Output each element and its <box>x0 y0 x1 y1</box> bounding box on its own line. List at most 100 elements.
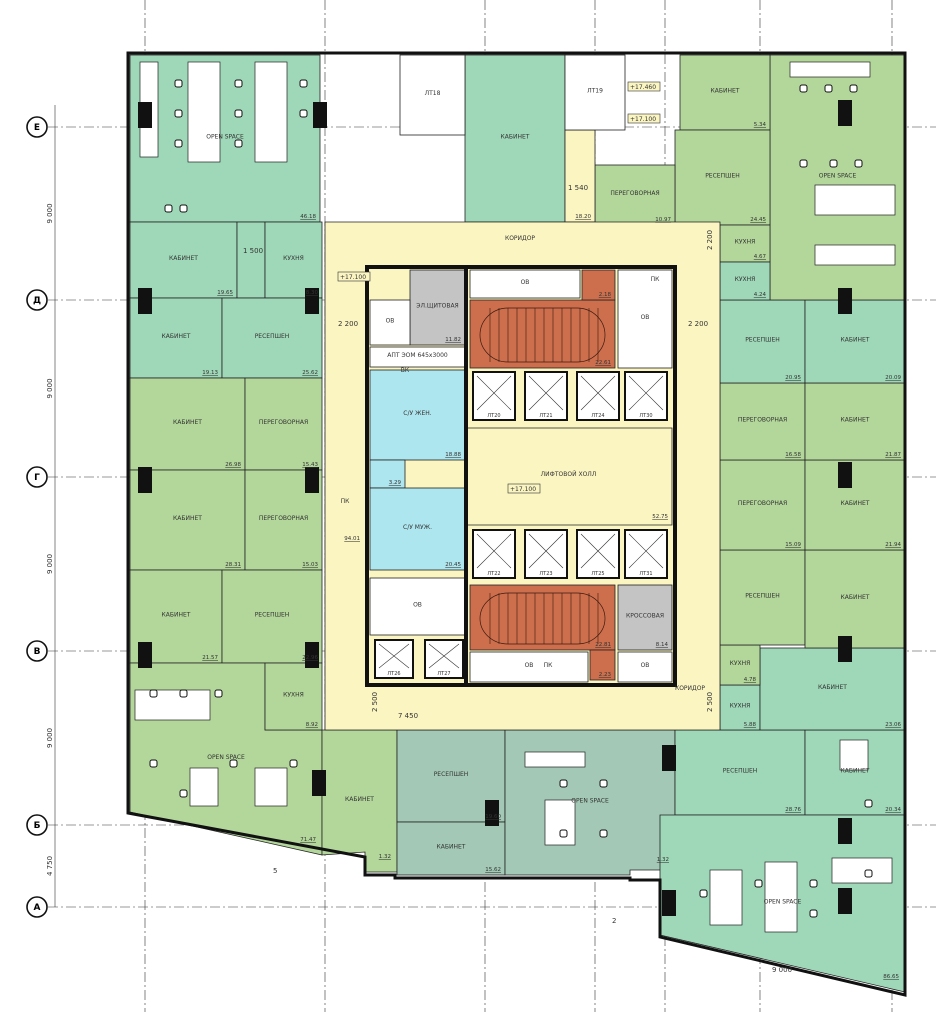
room-area-kab6: 1.32 <box>379 854 391 860</box>
lift-label: ЛТ24 <box>591 413 604 419</box>
room-area-kab9: 23.06 <box>885 722 901 728</box>
room-name-kuh4: КУХНЯ <box>730 660 751 667</box>
room-area-kab8: 20.34 <box>885 807 901 813</box>
axis-label-E: Е <box>34 123 40 133</box>
room-name-rec3: РЕСЕПШЕН <box>434 771 469 778</box>
exterior-wall <box>126 51 907 997</box>
elevation-1: +17.100 <box>340 274 366 281</box>
room-area-hall: 52.75 <box>652 514 668 520</box>
chair <box>299 109 308 118</box>
lift-cross-icon <box>628 375 664 411</box>
room-name-os5: OPEN SPACE <box>819 173 857 180</box>
room-name-os1: OPEN SPACE <box>206 134 244 141</box>
chair <box>149 689 158 698</box>
room-area-kab7: 15.62 <box>485 867 501 873</box>
lift-cross-icon <box>378 643 410 669</box>
room-name-elsh: ЭЛ.ЩИТОВАЯ <box>416 303 458 310</box>
room-area-st2: 22.81 <box>595 642 611 648</box>
room-area-suj: 18.88 <box>445 452 461 458</box>
bay-dimension: 4 750 <box>46 856 54 876</box>
room-area-kab14: 5.34 <box>754 122 767 128</box>
chair <box>854 159 863 168</box>
lift-cross-icon <box>528 533 564 569</box>
desk <box>839 739 869 771</box>
room-area-rec1: 25.62 <box>302 370 318 376</box>
room-area-kab3: 26.98 <box>225 462 241 468</box>
chair <box>234 109 243 118</box>
room-name-kab15: КАБИНЕТ <box>501 134 530 141</box>
axis-5-label: 5 <box>273 867 277 875</box>
room-area-st2b: 2.23 <box>599 672 612 678</box>
room-area-os3: 1.32 <box>657 857 669 863</box>
lift-cross-icon <box>428 643 460 669</box>
desk <box>789 61 871 78</box>
room-area-kab4: 28.31 <box>225 562 241 568</box>
room-name-ov4: ОВ <box>413 602 422 609</box>
room-name-kuh6: КУХНЯ <box>735 276 756 283</box>
room-st1b <box>581 269 616 301</box>
room-name-kab2: КАБИНЕТ <box>162 333 191 340</box>
core-wall <box>365 265 677 687</box>
room-area-sum: 20.45 <box>445 562 461 568</box>
room-area-kuh3: 5.88 <box>744 722 757 728</box>
room-name-ov5: ОВ <box>525 662 534 669</box>
room-kab12 <box>804 382 906 461</box>
room-name-kross: КРОССОВАЯ <box>626 613 664 620</box>
room-st2 <box>469 584 616 651</box>
axis-marker-V <box>26 640 48 662</box>
chair <box>559 829 568 838</box>
chair <box>699 889 708 898</box>
room-kab10 <box>804 549 906 649</box>
bay-dimension: 9 000 <box>46 378 54 398</box>
column <box>838 100 852 126</box>
chair <box>559 779 568 788</box>
room-rec4 <box>674 729 806 816</box>
lift-shaft <box>374 639 414 679</box>
furniture-layer <box>134 61 896 933</box>
room-name-sum: С/У МУЖ. <box>403 524 432 531</box>
room-name-lt19: ЛТ19 <box>587 88 603 95</box>
desk <box>831 857 893 884</box>
corridor-right-label: КОРИДОР <box>675 685 705 692</box>
room-name-kuh1: КУХНЯ <box>283 255 304 262</box>
room-name-os4: OPEN SPACE <box>764 899 802 906</box>
column <box>138 467 152 493</box>
room-area-kuh6: 4.24 <box>754 292 767 298</box>
room-name-rec5: РЕСЕПШЕН <box>745 593 780 600</box>
room-area-rec7: 24.45 <box>750 217 766 223</box>
room-lst <box>564 129 596 223</box>
room-area-rec4: 28.76 <box>785 807 801 813</box>
chair <box>174 139 183 148</box>
chair <box>234 79 243 88</box>
room-name-kab6: КАБИНЕТ <box>345 796 374 803</box>
lift-cross-icon <box>476 533 512 569</box>
elevation-2: +17.460 <box>630 84 656 91</box>
chair <box>229 759 238 768</box>
elevation-3: +17.100 <box>630 116 656 123</box>
column <box>138 102 152 128</box>
room-sui <box>369 459 406 489</box>
bay-dimension: 9 000 <box>46 203 54 223</box>
lift-label: ЛТ23 <box>539 571 552 577</box>
room-suj <box>369 369 466 461</box>
column <box>305 642 319 668</box>
room-area-lst: 18.20 <box>575 214 591 220</box>
room-area-os4: 86.65 <box>883 974 899 980</box>
room-name-kab1: КАБИНЕТ <box>169 255 198 262</box>
room-name-os3: OPEN SPACE <box>571 798 609 805</box>
lift-label: ЛТ21 <box>539 413 552 419</box>
lift-shaft <box>576 371 620 421</box>
room-area-sui: 3.29 <box>389 480 402 486</box>
chair <box>829 159 838 168</box>
room-area-kab5: 21.57 <box>202 655 218 661</box>
desk <box>254 61 288 163</box>
room-kuh2 <box>264 662 323 731</box>
elevation-marks: +17.100 +17.460 +17.100 +17.100 <box>337 81 661 494</box>
desk <box>764 861 798 933</box>
chair <box>864 869 873 878</box>
lift-shaft <box>524 529 568 579</box>
room-per5 <box>594 164 676 226</box>
chair <box>754 879 763 888</box>
lift-shaft <box>624 371 668 421</box>
axis-label-B: Б <box>34 821 41 831</box>
